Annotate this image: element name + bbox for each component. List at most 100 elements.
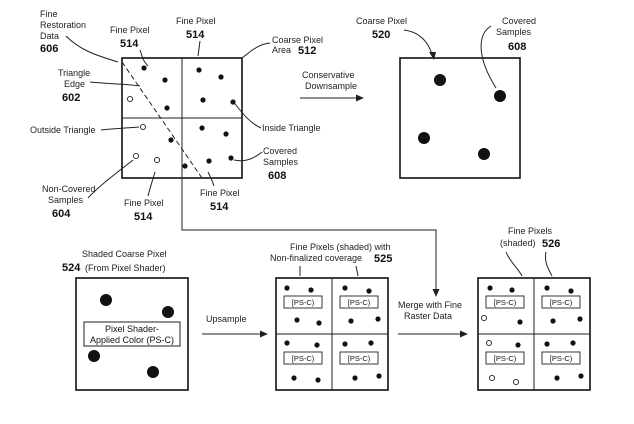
leader-514-tr bbox=[197, 40, 201, 57]
coarse-pixel-520 bbox=[399, 57, 521, 179]
label-conservative-1: Conservative bbox=[302, 70, 355, 80]
label-fine-pixels-shaded-2: (shaded) bbox=[500, 238, 536, 248]
label-fine-pixel-br-num: 514 bbox=[210, 201, 229, 213]
sample bbox=[100, 294, 112, 306]
covered-sample bbox=[196, 67, 202, 73]
label-upsample: Upsample bbox=[206, 314, 247, 324]
label-fine-restoration-2: Restoration bbox=[40, 20, 86, 30]
sample bbox=[88, 350, 100, 362]
covered-sample bbox=[494, 90, 506, 102]
covered-sample bbox=[141, 65, 147, 71]
fine-raster-path bbox=[181, 178, 437, 290]
pixel-shader-text-1: Pixel Shader- bbox=[105, 324, 159, 334]
covered-sample bbox=[218, 74, 224, 80]
coarse-pixel-area-512 bbox=[121, 57, 243, 179]
psc-label: [PS-C) bbox=[494, 354, 517, 363]
leader-606 bbox=[65, 35, 119, 63]
label-fine-restoration-1: Fine bbox=[40, 9, 58, 19]
covered-sample bbox=[200, 97, 206, 103]
label-covered-r-2: Samples bbox=[496, 27, 532, 37]
label-covered-mid-2: Samples bbox=[263, 157, 299, 167]
label-triangle-edge-1: Triangle bbox=[58, 68, 90, 78]
covered-sample bbox=[206, 158, 212, 164]
label-fine-pixel-tl: Fine Pixel bbox=[110, 25, 150, 35]
leader-514-tl bbox=[139, 49, 149, 67]
covered-sample bbox=[168, 137, 174, 143]
psc-label: [PS-C) bbox=[292, 354, 315, 363]
label-fine-pixel-tr: Fine Pixel bbox=[176, 16, 216, 26]
label-fine-pixels-shaded-num: 526 bbox=[542, 238, 560, 250]
psc-label: [PS-C) bbox=[348, 298, 371, 307]
leader-512 bbox=[241, 42, 271, 59]
psc-label: [PS-C) bbox=[292, 298, 315, 307]
label-fine-pixel-bl: Fine Pixel bbox=[124, 198, 164, 208]
leader-608-mid bbox=[233, 151, 263, 162]
label-fine-pixel-bl-num: 514 bbox=[134, 211, 153, 223]
shaded-coarse-pixel-524: Pixel Shader- Applied Color (PS-C) bbox=[75, 277, 189, 391]
pixel-shader-text-2: Applied Color (PS-C) bbox=[90, 335, 174, 345]
covered-sample bbox=[478, 148, 490, 160]
label-shaded-coarse-1: Shaded Coarse Pixel bbox=[82, 249, 167, 259]
covered-sample bbox=[434, 74, 446, 86]
label-outside-triangle: Outside Triangle bbox=[30, 125, 96, 135]
label-fine-pixel-tl-num: 514 bbox=[120, 38, 139, 50]
label-coarse-520-num: 520 bbox=[372, 29, 390, 41]
label-triangle-edge-2: Edge bbox=[64, 79, 85, 89]
sample bbox=[162, 306, 174, 318]
covered-sample bbox=[199, 125, 205, 131]
label-triangle-edge-num: 602 bbox=[62, 92, 80, 104]
covered-sample bbox=[418, 132, 430, 144]
label-covered-r-1: Covered bbox=[502, 16, 536, 26]
label-non-covered-num: 604 bbox=[52, 208, 71, 220]
covered-sample bbox=[182, 163, 188, 169]
label-fine-restoration-num: 606 bbox=[40, 43, 58, 55]
label-fine-shaded-1: Fine Pixels (shaded) with bbox=[290, 242, 391, 252]
fine-pixels-525: [PS-C) [PS-C) [PS-C) [PS-C) bbox=[275, 277, 389, 391]
leader-608-r bbox=[480, 25, 497, 89]
label-coarse-520: Coarse Pixel bbox=[356, 16, 407, 26]
triangle-edge-line bbox=[121, 61, 203, 179]
label-shaded-coarse-num: 524 bbox=[62, 262, 81, 274]
psc-label: [PS-C) bbox=[550, 354, 573, 363]
label-fine-shaded-2: Non-finalized coverage bbox=[270, 253, 362, 263]
label-shaded-coarse-2: (From Pixel Shader) bbox=[85, 263, 166, 273]
leader-outside bbox=[100, 126, 140, 131]
psc-label: [PS-C) bbox=[550, 298, 573, 307]
label-fine-pixel-tr-num: 514 bbox=[186, 29, 205, 41]
label-coarse-area-2: Area bbox=[272, 45, 291, 55]
label-merge-2: Raster Data bbox=[404, 311, 452, 321]
label-inside-triangle: Inside Triangle bbox=[262, 123, 321, 133]
non-covered-sample bbox=[126, 95, 134, 103]
label-coarse-area-1: Coarse Pixel bbox=[272, 35, 323, 45]
leader-514-bl bbox=[147, 171, 156, 197]
pixel-shader-box bbox=[83, 321, 181, 347]
label-covered-mid-num: 608 bbox=[268, 170, 286, 182]
non-covered-sample bbox=[139, 123, 147, 131]
sample bbox=[147, 366, 159, 378]
leader-604 bbox=[87, 159, 134, 199]
label-non-covered-1: Non-Covered bbox=[42, 184, 96, 194]
covered-sample bbox=[228, 155, 234, 161]
leader-520 bbox=[403, 29, 433, 55]
covered-sample bbox=[164, 105, 170, 111]
leader-514-br bbox=[207, 171, 215, 187]
label-conservative-2: Downsample bbox=[305, 81, 357, 91]
label-non-covered-2: Samples bbox=[48, 195, 84, 205]
non-covered-sample bbox=[132, 152, 140, 160]
label-covered-r-num: 608 bbox=[508, 41, 526, 53]
leader-inside bbox=[231, 99, 262, 129]
fine-pixels-526: [PS-C) [PS-C) [PS-C) [PS-C) bbox=[477, 277, 591, 391]
covered-sample bbox=[162, 77, 168, 83]
psc-label: [PS-C) bbox=[348, 354, 371, 363]
non-covered-sample bbox=[153, 156, 161, 164]
label-coarse-area-num: 512 bbox=[298, 45, 316, 57]
label-fine-shaded-num: 525 bbox=[374, 253, 392, 265]
covered-sample bbox=[223, 131, 229, 137]
label-covered-mid-1: Covered bbox=[263, 146, 297, 156]
label-fine-pixel-br: Fine Pixel bbox=[200, 188, 240, 198]
leader-602 bbox=[89, 81, 141, 87]
psc-label: [PS-C) bbox=[494, 298, 517, 307]
label-fine-pixels-shaded-1: Fine Pixels bbox=[508, 226, 553, 236]
label-fine-restoration-3: Data bbox=[40, 31, 59, 41]
